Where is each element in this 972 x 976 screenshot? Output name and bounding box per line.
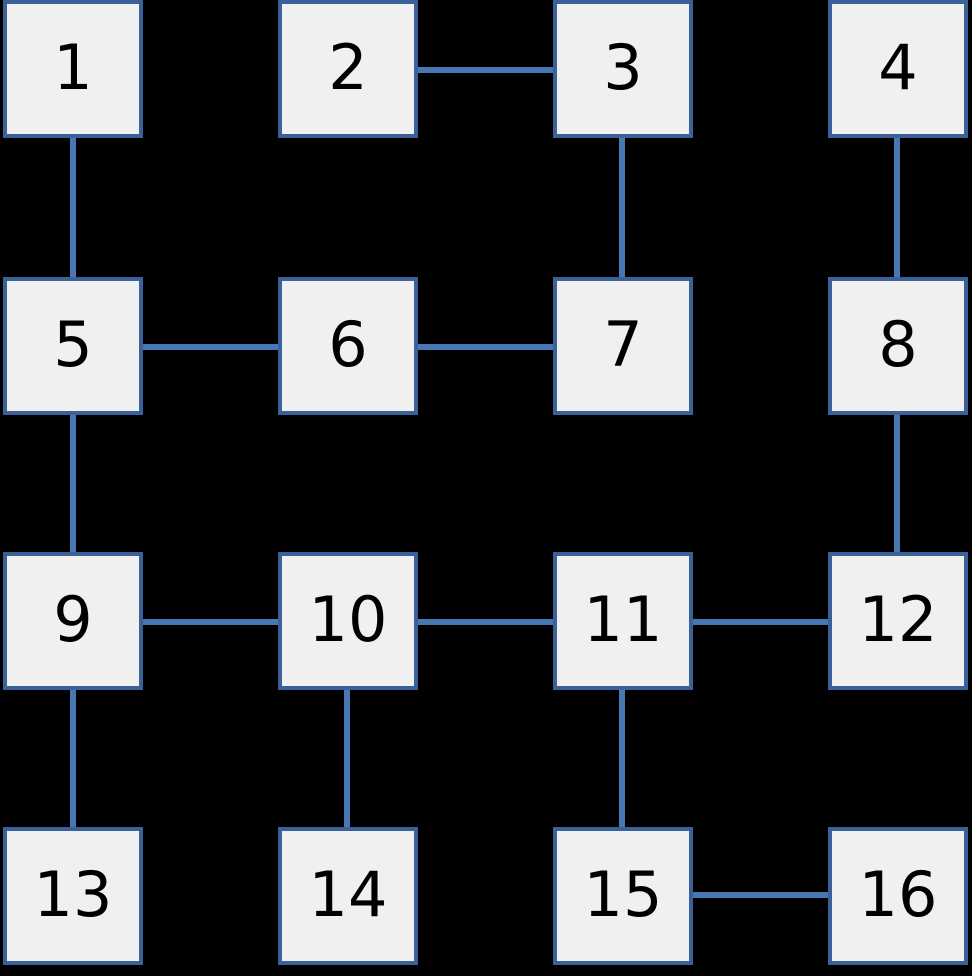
- node-5[interactable]: 5: [3, 277, 143, 415]
- node-7[interactable]: 7: [553, 277, 693, 415]
- node-15[interactable]: 15: [553, 827, 693, 965]
- node-label-9: 9: [53, 583, 93, 656]
- node-11[interactable]: 11: [553, 552, 693, 690]
- node-label-14: 14: [308, 858, 388, 931]
- node-label-16: 16: [858, 858, 938, 931]
- node-14[interactable]: 14: [278, 827, 418, 965]
- node-16[interactable]: 16: [828, 827, 968, 965]
- node-3[interactable]: 3: [553, 0, 693, 138]
- node-label-7: 7: [603, 308, 643, 381]
- node-label-2: 2: [328, 31, 368, 104]
- node-label-10: 10: [308, 583, 388, 656]
- node-13[interactable]: 13: [3, 827, 143, 965]
- node-label-8: 8: [878, 308, 918, 381]
- node-label-15: 15: [583, 858, 663, 931]
- node-label-5: 5: [53, 308, 93, 381]
- node-1[interactable]: 1: [3, 0, 143, 138]
- node-label-12: 12: [858, 583, 938, 656]
- node-6[interactable]: 6: [278, 277, 418, 415]
- node-4[interactable]: 4: [828, 0, 968, 138]
- node-12[interactable]: 12: [828, 552, 968, 690]
- node-2[interactable]: 2: [278, 0, 418, 138]
- node-label-1: 1: [53, 31, 93, 104]
- node-label-13: 13: [33, 858, 113, 931]
- node-10[interactable]: 10: [278, 552, 418, 690]
- node-label-11: 11: [583, 583, 663, 656]
- node-9[interactable]: 9: [3, 552, 143, 690]
- node-label-4: 4: [878, 31, 918, 104]
- node-label-3: 3: [603, 31, 643, 104]
- node-8[interactable]: 8: [828, 277, 968, 415]
- node-label-6: 6: [328, 308, 368, 381]
